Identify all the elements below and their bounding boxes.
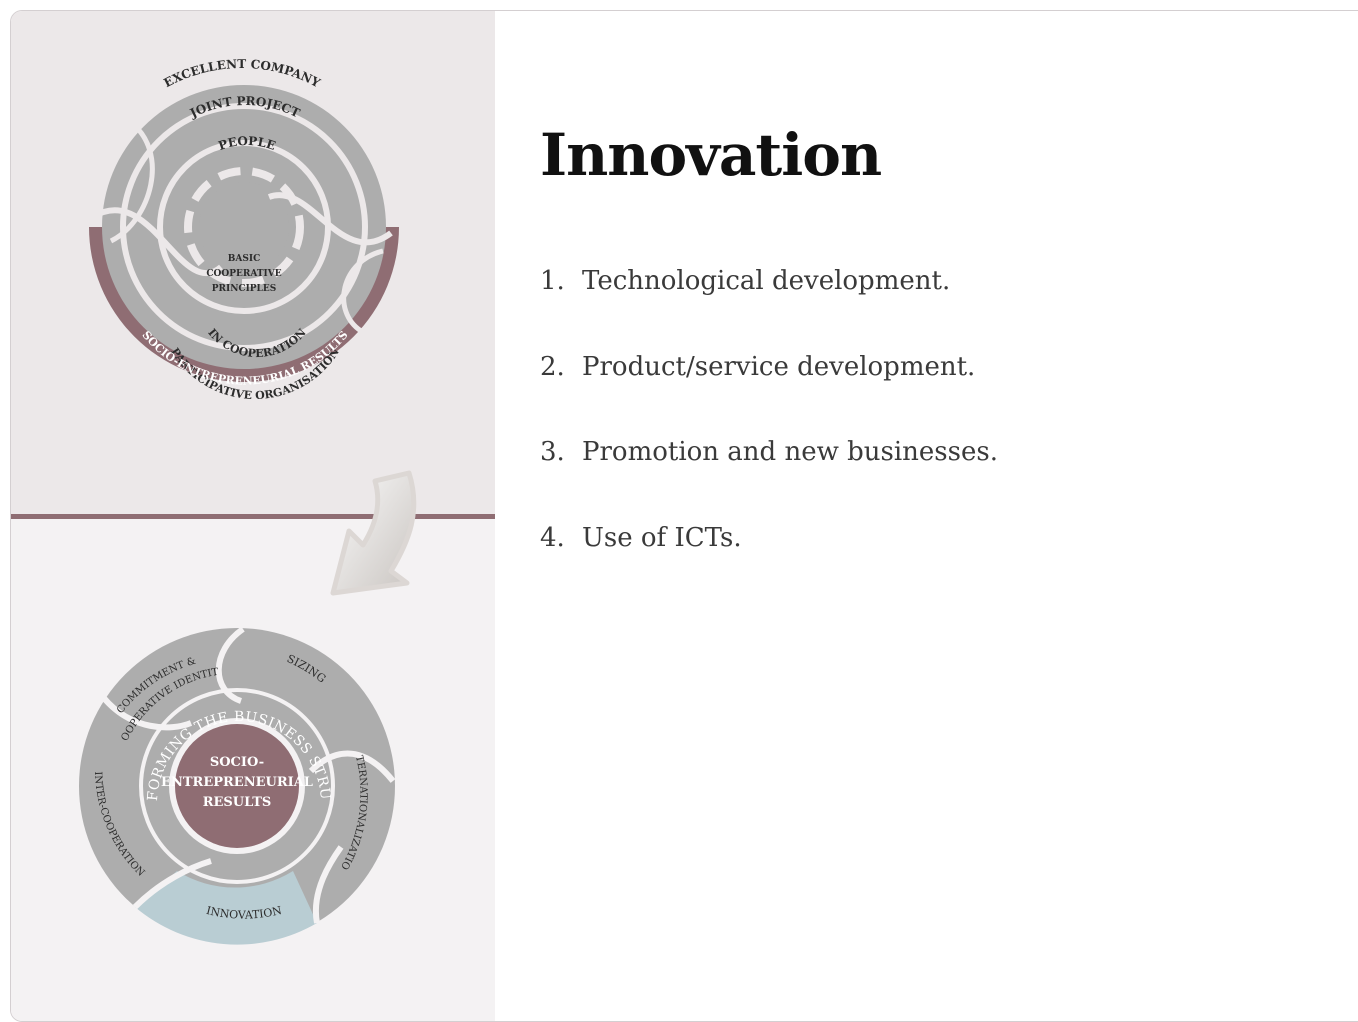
list-item-number: 2. xyxy=(540,351,565,382)
list-item-number: 1. xyxy=(540,266,565,296)
segment-divider-1 xyxy=(100,695,193,731)
slide-frame: EXCELLENT COMPANY JOINT PROJECT PEOPLE I… xyxy=(10,10,1358,1022)
list-item: 2. Product/service development. xyxy=(540,347,998,433)
list-item-number: 3. xyxy=(540,437,565,467)
center-circle xyxy=(175,724,299,848)
weave-line-left xyxy=(91,207,223,277)
center-line-2: COOPERATIVE xyxy=(206,269,281,279)
bottom-center-line-1: SOCIO- xyxy=(210,755,264,770)
label-people: PEOPLE xyxy=(217,134,278,153)
list-item-number: 4. xyxy=(540,522,565,553)
model-diagrams: EXCELLENT COMPANY JOINT PROJECT PEOPLE I… xyxy=(11,11,417,945)
inner-dashed-ring xyxy=(184,167,304,287)
list-item: 3. Promotion and new businesses. xyxy=(540,432,998,518)
weave-line-bottom xyxy=(341,248,384,334)
weave-line-right xyxy=(267,192,393,246)
center-line-1: BASIC xyxy=(228,254,260,264)
panel-divider xyxy=(11,514,495,519)
list-item-text: Technological development. xyxy=(582,266,951,296)
ring-separator-1 xyxy=(120,103,368,351)
segment-divider-2 xyxy=(215,626,245,704)
list-item-text: Product/service development. xyxy=(582,351,976,382)
list-item-text: Promotion and new businesses. xyxy=(582,437,998,467)
top-circle-diagram: EXCELLENT COMPANY JOINT PROJECT PEOPLE I… xyxy=(89,57,399,402)
transform-ring-outer xyxy=(139,688,335,884)
segment-divider-4 xyxy=(312,845,344,924)
segment-divider-5 xyxy=(132,858,212,910)
weave-line-top xyxy=(109,118,155,244)
bottom-center-line-3: RESULTS xyxy=(203,795,272,810)
list-item-text: Use of ICTs. xyxy=(582,522,742,553)
label-innovation: INNOVATION xyxy=(205,904,283,922)
segment-divider-3 xyxy=(308,750,396,783)
innovation-list: 1. Technological development. 2. Product/s… xyxy=(540,261,998,603)
innovation-segment xyxy=(135,871,317,945)
center-line-3: PRINCIPLES xyxy=(212,284,277,294)
list-item: 4. Use of ICTs. xyxy=(540,518,998,604)
curved-down-arrow-icon xyxy=(330,470,417,596)
bottom-center-line-2: ENTREPRENEURIAL xyxy=(161,775,313,790)
page-title: Innovation xyxy=(540,121,882,189)
list-item: 1. Technological development. xyxy=(540,261,998,347)
inner-core xyxy=(199,182,289,272)
